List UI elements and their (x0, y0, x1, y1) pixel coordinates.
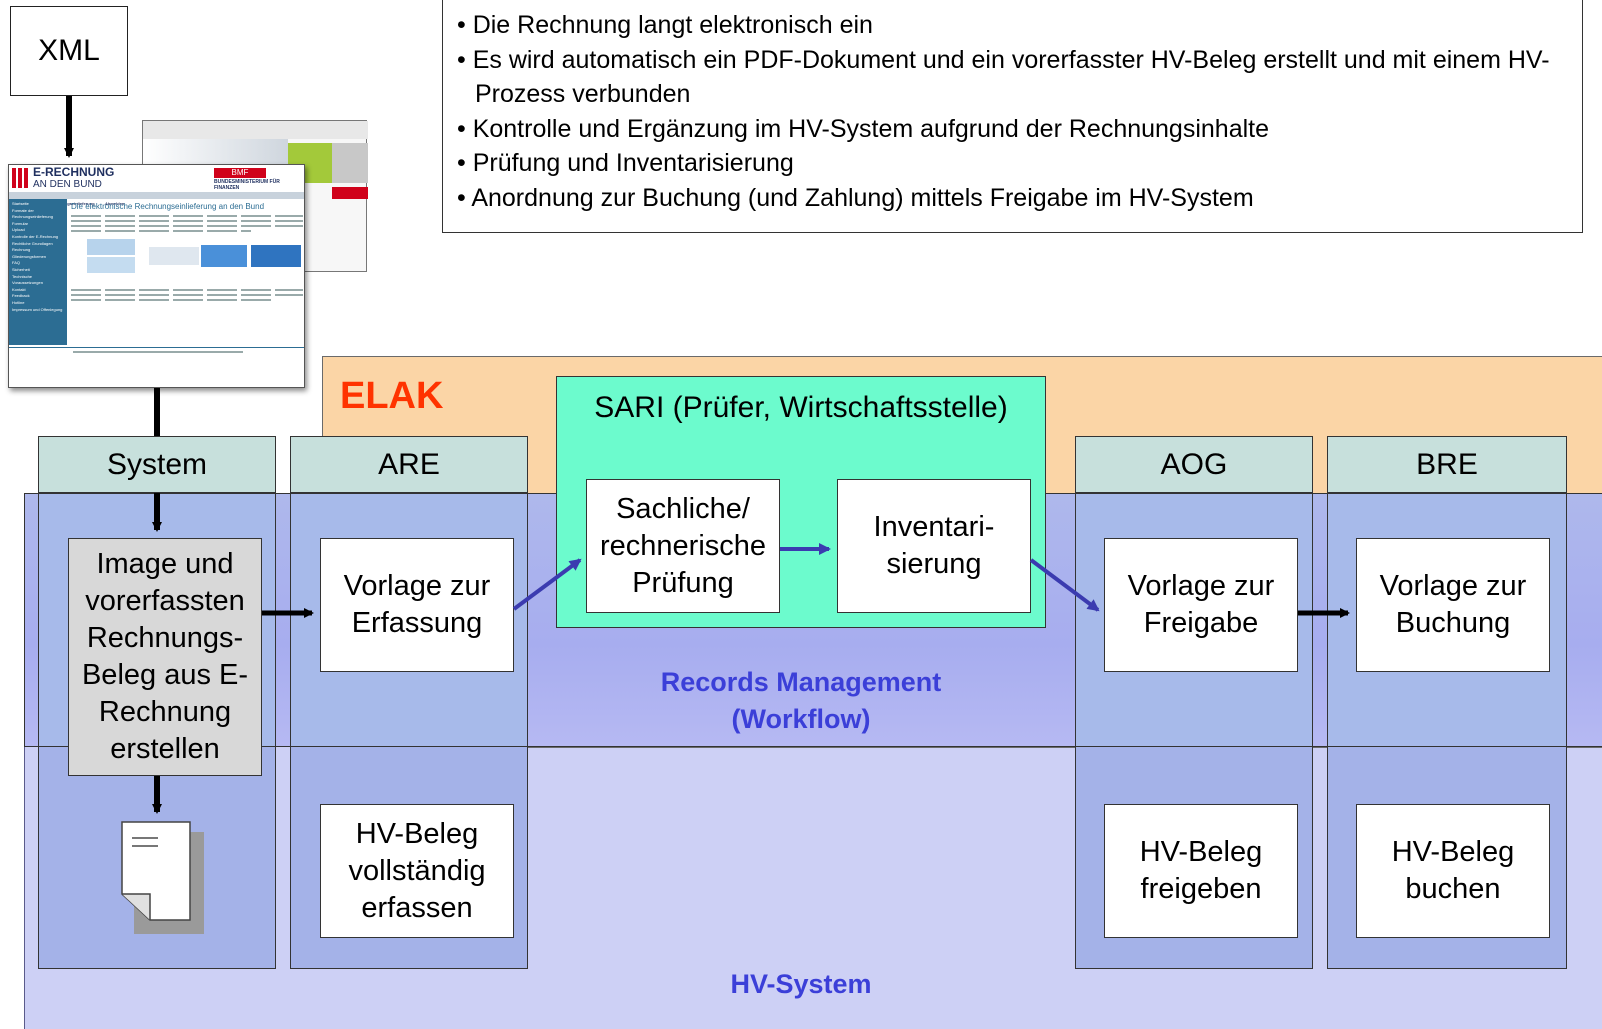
vorlage-freigabe-box: Vorlage zur Freigabe (1104, 538, 1298, 672)
note-item: • Die Rechnung langt elektronisch ein (457, 11, 873, 39)
site-sidebar-item[interactable]: Impressum und Offenlegung (12, 306, 63, 312)
vorlage-buchung-box: Vorlage zur Buchung (1356, 538, 1550, 672)
note-text: Die Rechnung langt elektronisch ein (472, 11, 873, 39)
logo-stripe-1 (12, 168, 16, 188)
site-nav-tab[interactable]: Abmelden (105, 201, 125, 206)
site-headline: Die elektronische Rechnungseinlieferung … (71, 202, 265, 211)
site-logo-subtitle: AN DEN BUND (33, 179, 102, 190)
site-sidebar-item[interactable]: Startseite (12, 201, 29, 206)
note-text: Kontrolle und Ergänzung im HV-System auf… (472, 114, 1270, 143)
beleg-buchen-box: HV-Beleg buchen (1356, 804, 1550, 938)
note-item: • Anordnung zur Buchung (und Zahlung) mi… (457, 183, 1254, 212)
site-sidebar-item[interactable]: Gliederungsformen (12, 253, 47, 259)
back-site-header (143, 121, 368, 139)
system-column-header: System (38, 436, 276, 493)
site-sidebar: Startseite Formate der Rechnungseinliefe… (9, 199, 67, 345)
site-sidebar-item[interactable]: Technische Voraussetzungen (12, 273, 43, 286)
site-footer-text (73, 351, 243, 353)
records-management-line-2: (Workflow) (731, 704, 871, 734)
e-rechnung-website-screenshot: E-RECHNUNG AN DEN BUND BMF BUNDESMINISTE… (8, 164, 305, 388)
site-sidebar-item[interactable]: Feedback (12, 293, 30, 299)
site-process-step (87, 239, 135, 255)
beleg-erfassen-box: HV-Beleg vollständig erfassen (320, 804, 514, 938)
site-sidebar-item[interactable]: Sicherheit (12, 266, 30, 272)
back-site-red-logo (332, 187, 368, 199)
site-sidebar-item[interactable]: Kontrolle der E-Rechnung (12, 233, 59, 239)
site-process-step (149, 247, 199, 265)
site-process-step (87, 257, 135, 273)
ministry-name: BUNDESMINISTERIUM FÜR FINANZEN (214, 179, 280, 191)
site-logo-title: E-RECHNUNG (33, 165, 115, 179)
site-footer-divider (9, 347, 304, 348)
bre-column-header: BRE (1327, 436, 1567, 493)
records-management-line-1: Records Management (660, 667, 942, 697)
logo-stripe-3 (24, 168, 28, 188)
beleg-freigeben-box: HV-Beleg freigeben (1104, 804, 1298, 938)
site-nav-tab[interactable]: Rechnungseinlieferung (50, 201, 95, 206)
site-text-line (71, 299, 271, 301)
note-text: Prüfung und Inventarisierung (472, 149, 794, 177)
site-text-line (71, 294, 303, 296)
site-text-line (71, 289, 303, 291)
are-column-header: ARE (290, 436, 528, 493)
sari-label: SARI (Prüfer, Wirtschaftsstelle) (594, 391, 1008, 424)
logo-stripe-2 (18, 168, 22, 188)
site-sidebar-item[interactable]: Kontakt (12, 286, 26, 292)
xml-box: XML (10, 6, 128, 96)
elak-label: ELAK (340, 375, 444, 417)
site-sidebar-item[interactable]: Rechtliche Grundlagen (12, 240, 53, 246)
back-site-grey-tile (332, 143, 368, 183)
site-sidebar-item[interactable]: Formate der Rechnungseinlieferung (12, 207, 53, 220)
hv-system-label: HV-System (730, 969, 872, 999)
site-sidebar-item[interactable]: Formular (12, 220, 29, 226)
site-sidebar-item[interactable]: Upload (12, 227, 25, 233)
note-text: Es wird automatisch ein PDF-Dokument und… (472, 45, 1550, 109)
note-item: • Kontrolle und Ergänzung im HV-System a… (457, 114, 1270, 143)
arrow-inventarisierung-to-freigabe (1029, 558, 1100, 612)
site-sidebar-item[interactable]: Hotline (12, 299, 25, 305)
bmf-logo: BMF (214, 168, 266, 178)
aog-column-header: AOG (1075, 436, 1313, 493)
notes-panel: • Die Rechnung langt elektronisch ein • … (442, 0, 1583, 233)
document-icon (121, 821, 204, 934)
site-nav-bar: Informationen Rechnungseinlieferung Abme… (9, 192, 304, 206)
site-text-line (71, 215, 303, 217)
vorlage-erfassung-box: Vorlage zur Erfassung (320, 538, 514, 672)
site-process-step (251, 245, 301, 267)
note-text: Anordnung zur Buchung (und Zahlung) mitt… (471, 183, 1254, 212)
site-sidebar-item[interactable]: Rechnung (12, 247, 31, 253)
inventarisierung-box: Inventari-sierung (837, 479, 1031, 613)
image-beleg-box: Image und vorerfassten Rechnungs-Beleg a… (68, 538, 262, 776)
site-text-line (71, 230, 251, 232)
site-text-line (71, 225, 303, 227)
arrow-erfassung-to-pruefung (512, 558, 582, 611)
sachliche-pruefung-box: Sachliche/ rechnerische Prüfung (586, 479, 780, 613)
note-item: • Es wird automatisch ein PDF-Dokument u… (457, 45, 1550, 109)
note-item: • Prüfung und Inventarisierung (457, 149, 794, 177)
site-sidebar-item[interactable]: FAQ (12, 260, 21, 266)
records-management-label: Records Management (Workflow) (560, 664, 1042, 738)
site-text-line (71, 220, 303, 222)
site-process-step (201, 245, 247, 267)
